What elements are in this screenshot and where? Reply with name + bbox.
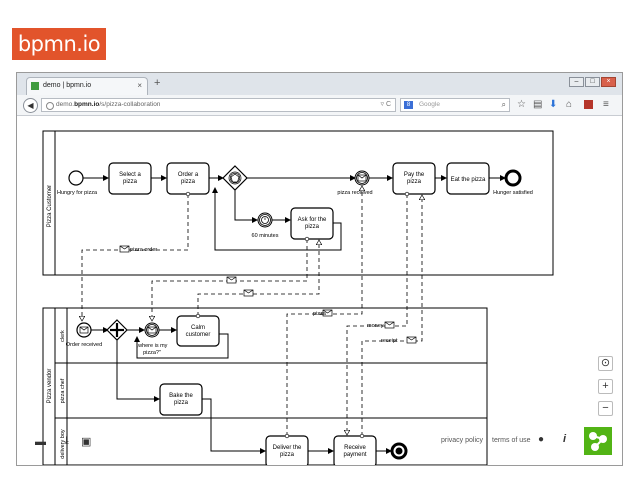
home-icon[interactable]: ⌂	[566, 99, 573, 110]
task-ask-label-1: Ask for the	[298, 217, 327, 223]
tab-title: demo | bpmn.io	[43, 82, 92, 89]
chat-icon[interactable]: ●	[538, 434, 545, 445]
task-deliver-label-1: Deliver the	[273, 445, 302, 451]
vendor-end-dot	[395, 447, 403, 455]
bookmark-star-icon[interactable]: ☆	[517, 99, 526, 110]
bpmn-canvas[interactable]: Pizza Customer Hungry for pizza Select a…	[17, 116, 622, 465]
tab-bar: demo | bpmn.io × + – □ ×	[17, 73, 622, 96]
task-order-label-1: Order a	[178, 172, 199, 178]
order-received-label: Order received	[66, 342, 102, 348]
start-event-label: Hungry for pizza	[57, 190, 98, 196]
download-image-icon[interactable]: ▣	[81, 436, 92, 448]
pool-customer-label: Pizza Customer	[47, 185, 53, 227]
new-tab-button[interactable]: +	[154, 77, 161, 89]
bpmn-io-logo-icon	[589, 432, 607, 451]
end-event[interactable]	[504, 169, 522, 187]
message-pizza-label: pizza	[313, 311, 327, 317]
message-receipt-label: receipt	[381, 338, 398, 344]
address-bar[interactable]: demo.bpmn.io/s/pizza-collaboration ▿ C	[41, 98, 396, 112]
download-icon[interactable]: ⬇	[549, 99, 558, 110]
message-catch-where-is-pizza[interactable]	[144, 322, 160, 338]
task-select-label-1: Select a	[119, 172, 141, 178]
privacy-policy-link[interactable]: privacy policy	[441, 437, 484, 444]
bookmarks-menu-icon[interactable]: ▤	[533, 99, 543, 110]
lane-delivery-label: delivery boy	[60, 429, 66, 459]
task-calm-customer[interactable]	[176, 315, 220, 347]
message-catch-pizza-received[interactable]	[354, 170, 370, 186]
lane-chef-label: pizza chef	[60, 378, 66, 403]
tab-close-icon[interactable]: ×	[137, 81, 142, 90]
zoom-in-button[interactable]: +	[598, 379, 613, 394]
task-pay-label-1: Pay the	[404, 172, 425, 178]
terms-of-use-link[interactable]: terms of use	[492, 437, 531, 444]
addon-icon[interactable]	[584, 100, 593, 109]
close-window-button[interactable]: ×	[601, 77, 616, 87]
download-diagram-icon[interactable]: ⤓	[64, 435, 69, 447]
message-pizza-order-label: pizza order	[130, 247, 157, 253]
search-box[interactable]: 8 Google ⌕	[400, 98, 510, 112]
task-ask-label-2: pizza	[305, 224, 320, 230]
envelope-pizza	[322, 309, 333, 317]
reset-zoom-button[interactable]: ⊙	[598, 356, 613, 371]
search-placeholder: Google	[419, 101, 440, 108]
envelope-receipt	[406, 336, 417, 344]
timer-label: 60 minutes	[252, 233, 279, 239]
navigation-bar: ◀ demo.bpmn.io/s/pizza-collaboration ▿ C…	[17, 95, 622, 116]
task-bake-label-1: Bake the	[169, 393, 193, 399]
zoom-out-button[interactable]: −	[598, 401, 613, 416]
menu-icon[interactable]: ≡	[603, 99, 609, 110]
message-start-order-received[interactable]	[76, 322, 92, 338]
bpmn-io-logo[interactable]	[584, 427, 612, 455]
task-select-label-2: pizza	[123, 179, 138, 185]
back-arrow-icon[interactable]: ◀	[23, 98, 38, 113]
maximize-button[interactable]: □	[585, 77, 600, 87]
task-receive-label-1: Receive	[344, 445, 366, 451]
url-prefix: demo.	[56, 101, 75, 108]
task-pay-label-2: pizza	[407, 179, 422, 185]
reload-icon[interactable]: ▿ C	[380, 101, 391, 108]
timer-event[interactable]	[257, 212, 273, 228]
browser-tab[interactable]: demo | bpmn.io ×	[26, 77, 148, 95]
lane-clerk-label: clerk	[60, 330, 66, 342]
where-label-1: ,where is my	[137, 343, 168, 349]
globe-icon	[46, 102, 54, 110]
minimize-button[interactable]: –	[569, 77, 584, 87]
end-event-label: Hunger satisfied	[493, 190, 533, 196]
task-calm-label-2: customer	[186, 332, 211, 338]
search-icon[interactable]: ⌕	[501, 100, 506, 109]
envelope-money	[384, 321, 395, 329]
start-event[interactable]	[68, 170, 84, 186]
message-money-label: money	[367, 323, 384, 329]
task-bake-label-2: pizza	[174, 400, 189, 406]
browser-window: demo | bpmn.io × + – □ × ◀ demo.bpmn.io/…	[16, 72, 623, 466]
where-label-2: pizza?"	[143, 350, 161, 356]
task-receive-label-2: payment	[343, 452, 366, 458]
task-calm-label-1: Calm	[191, 325, 205, 331]
search-engine-icon[interactable]: 8	[404, 101, 413, 109]
event-based-gateway[interactable]	[222, 165, 248, 191]
task-eat-label: Eat the pizza	[451, 177, 486, 183]
url-path: /s/pizza-collaboration	[99, 101, 161, 108]
envelope-pizza-order	[119, 245, 130, 253]
task-deliver-label-2: pizza	[280, 452, 295, 458]
pool-vendor-label: Pizza vendor	[47, 369, 53, 404]
pool-pizza-customer[interactable]: Pizza Customer	[42, 130, 554, 276]
url-host: bpmn.io	[74, 101, 100, 108]
open-folder-icon[interactable]: ▬	[35, 436, 46, 448]
bpmn-io-badge: bpmn.io	[12, 28, 106, 60]
pizza-received-label: pizza received	[337, 190, 372, 196]
envelope-calm	[243, 289, 254, 297]
envelope-where	[226, 276, 237, 284]
task-order-label-2: pizza	[181, 179, 196, 185]
favicon-icon	[31, 82, 39, 90]
info-icon[interactable]: i	[563, 433, 567, 445]
